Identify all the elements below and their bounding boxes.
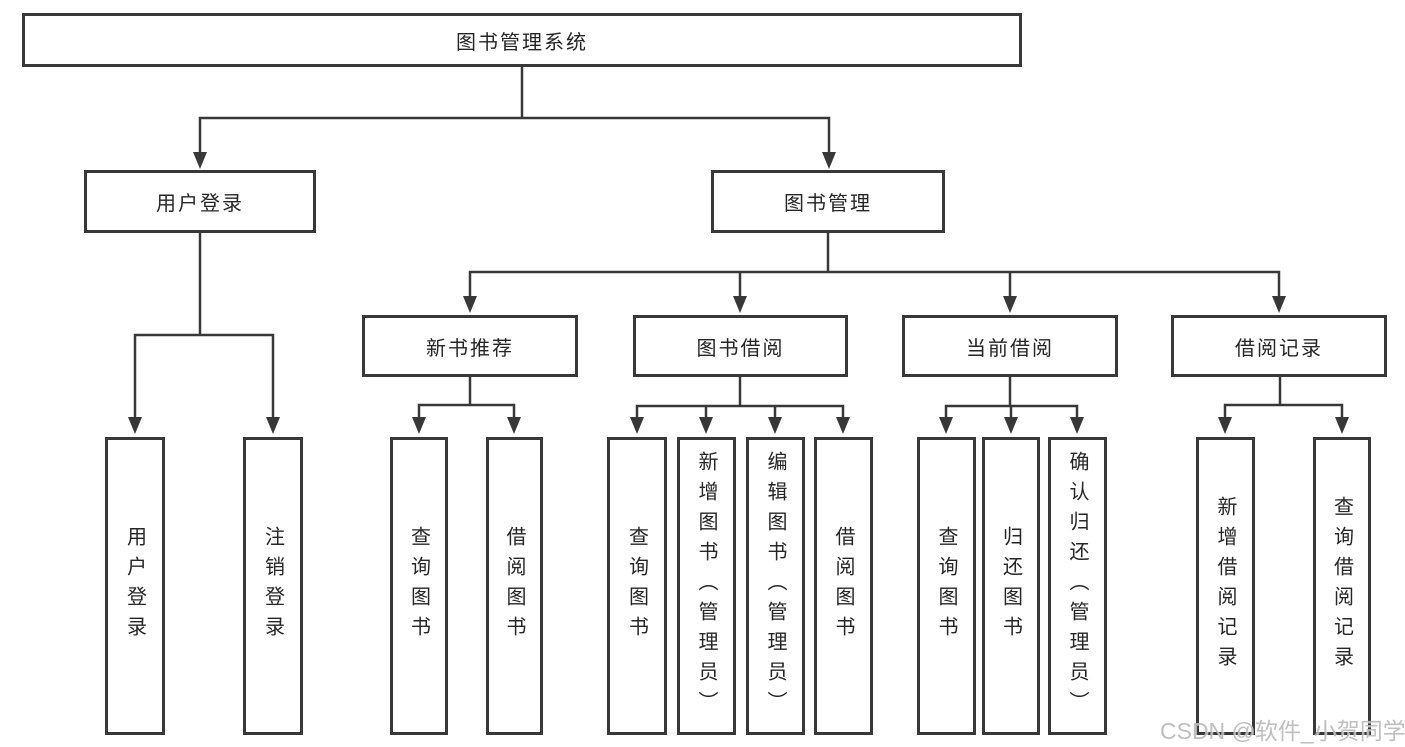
leaf-label: 归还图书	[999, 526, 1022, 646]
leaf-user-login: 用户登录	[105, 437, 165, 735]
leaf-label: 查询图书	[935, 526, 957, 646]
node-new-book-recommend: 新书推荐	[362, 315, 578, 377]
leaf-query-books: 查询图书	[390, 437, 448, 735]
leaf-label: 新增图书（管理员）	[695, 451, 717, 721]
node-user-login: 用户登录	[84, 170, 316, 233]
node-root-library-system: 图书管理系统	[22, 13, 1022, 67]
leaf-query-books: 查询图书	[917, 437, 976, 735]
leaf-query-books: 查询图书	[607, 437, 667, 735]
node-label: 新书推荐	[426, 337, 514, 360]
leaf-label: 确认归还（管理员）	[1066, 451, 1088, 721]
leaf-return-books: 归还图书	[982, 437, 1040, 735]
leaf-borrow-books: 借阅图书	[814, 437, 873, 735]
node-label: 用户登录	[156, 193, 244, 215]
node-book-borrow: 图书借阅	[633, 315, 848, 377]
node-label: 图书借阅	[696, 337, 785, 360]
node-current-borrow: 当前借阅	[902, 315, 1118, 377]
leaf-label: 借阅图书	[832, 526, 854, 646]
node-label: 当前借阅	[966, 337, 1054, 360]
node-label: 图书管理系统	[456, 31, 588, 54]
node-label: 借阅记录	[1235, 337, 1323, 360]
leaf-edit-books-admin: 编辑图书（管理员）	[746, 437, 805, 735]
leaf-label: 查询图书	[407, 526, 430, 646]
leaf-label: 查询借阅记录	[1330, 496, 1353, 676]
leaf-add-borrow-record: 新增借阅记录	[1196, 437, 1255, 735]
leaf-add-books-admin: 新增图书（管理员）	[677, 437, 736, 735]
leaf-label: 借阅图书	[503, 526, 525, 646]
leaf-label: 新增借阅记录	[1214, 496, 1236, 676]
leaf-borrow-books: 借阅图书	[486, 437, 543, 735]
leaf-label: 查询图书	[625, 526, 648, 646]
leaf-confirm-return-admin: 确认归还（管理员）	[1048, 437, 1107, 735]
node-borrow-record: 借阅记录	[1171, 315, 1387, 377]
csdn-watermark: CSDN @软件_小贺同学	[1160, 718, 1405, 744]
leaf-label: 注销登录	[261, 526, 284, 646]
node-label: 图书管理	[784, 193, 872, 215]
leaf-logout: 注销登录	[243, 437, 303, 735]
arrowheads	[128, 152, 1349, 434]
leaf-label: 用户登录	[123, 526, 146, 646]
leaf-query-borrow-record: 查询借阅记录	[1313, 437, 1371, 735]
leaf-label: 编辑图书（管理员）	[764, 451, 786, 721]
node-book-management: 图书管理	[711, 170, 945, 233]
